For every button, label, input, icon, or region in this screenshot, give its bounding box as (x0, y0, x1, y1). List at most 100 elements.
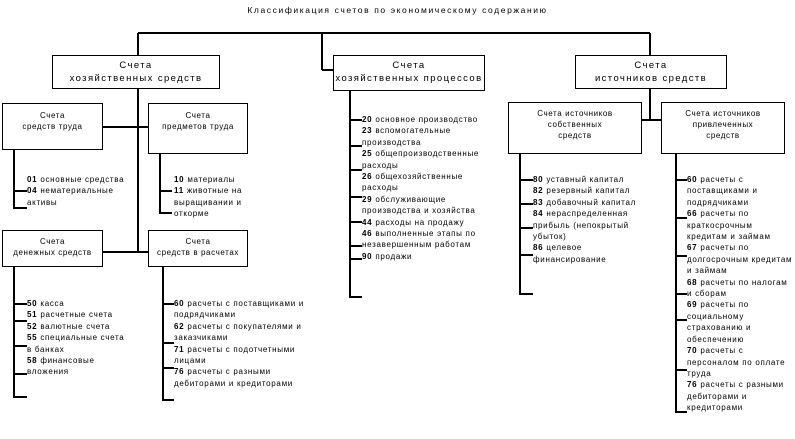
account-text: специальные счета в банках (27, 333, 125, 354)
account-code: 50 (27, 299, 38, 308)
account-text: касса (40, 299, 65, 308)
account-code: 55 (27, 333, 38, 343)
account-text: финансовые вложения (27, 356, 95, 377)
box-settlements-line1: Счета (185, 237, 211, 246)
account-text: продажи (375, 251, 413, 261)
group-assets-line2: хозяйственных средств (69, 73, 203, 84)
account-code: 11 (174, 186, 184, 196)
account-text: выполненные этапы по незавершенным работ… (362, 229, 476, 250)
account-text: основные средства (40, 175, 125, 184)
account-code: 82 (533, 186, 544, 196)
account-code: 58 (27, 356, 38, 366)
account-text: расчеты с разными дебиторами и кредитора… (174, 367, 293, 388)
account-code: 90 (362, 251, 373, 261)
account-text: расчеты по социальному страхованию и обе… (687, 300, 752, 344)
account-text: материалы (187, 175, 236, 184)
box-own-sources-line3: средств (558, 131, 592, 140)
group-processes-line2: хозяйственных процессов (335, 73, 483, 84)
group-processes: Счета хозяйственных процессов (333, 55, 485, 91)
group-assets-line1: Счета (119, 60, 153, 71)
account-text: нераспределенная прибыль (непокрытый убы… (533, 209, 629, 242)
account-code: 67 (687, 243, 698, 253)
account-code: 60 (687, 175, 698, 184)
group-sources-line2: источников средств (594, 73, 708, 84)
box-own-sources-line2: собственных (547, 120, 603, 129)
box-labor-means-line2: средств труда (22, 122, 83, 131)
box-borrowed-sources-line2: привлеченных (692, 120, 754, 129)
box-cash-line2: денежных средств (13, 248, 92, 257)
group-assets: Счета хозяйственных средств (52, 55, 220, 89)
account-code: 86 (533, 243, 544, 253)
account-text: общехозяйственные расходы (362, 172, 464, 193)
box-borrowed-sources: Счета источников привлеченных средств (661, 102, 785, 154)
account-code: 44 (362, 217, 373, 227)
box-borrowed-sources-line3: средств (706, 131, 740, 140)
account-code: 80 (533, 175, 544, 184)
account-text: обслуживающие производства и хозяйства (362, 194, 476, 216)
account-code: 76 (687, 380, 698, 390)
diagram-title: Классификация счетов по экономическому с… (247, 5, 548, 15)
account-code: 76 (174, 367, 185, 377)
account-code: 25 (362, 149, 373, 159)
box-labor-objects-line2: предметов труда (162, 122, 234, 131)
group-sources: Счета источников средств (575, 55, 727, 89)
account-text: расчеты с поставщиками и подрядчиками (174, 299, 305, 320)
box-settlements: Счета средств в расчетах (148, 230, 248, 267)
account-text: основное производство (375, 115, 478, 124)
account-text: расчеты с подотчетными лицами (174, 344, 296, 366)
account-code: 29 (362, 194, 373, 204)
account-code: 70 (687, 346, 698, 356)
box-settlements-line2: средств в расчетах (157, 248, 239, 257)
account-code: 71 (174, 344, 185, 354)
box-labor-means-line1: Счета (39, 111, 66, 120)
account-code: 46 (362, 229, 373, 239)
account-text: добавочный капитал (546, 197, 636, 207)
account-text: расчеты с разными дебиторами и кредитора… (687, 380, 784, 413)
account-text: общепроизводственные расходы (362, 149, 480, 170)
account-text: расчеты с персоналом по оплате труда (687, 346, 786, 378)
account-code: 01 (27, 175, 38, 184)
account-code: 68 (687, 277, 698, 287)
account-text: расчеты с поставщиками и подрядчиками (687, 175, 758, 207)
box-cash: Счета денежных средств (2, 230, 103, 267)
account-text: животные на выращивании и откорме (174, 186, 243, 219)
group-sources-line1: Счета (634, 60, 668, 71)
account-text: расчеты по краткосрочным кредитам и займ… (687, 209, 771, 242)
account-code: 04 (27, 186, 38, 196)
account-code: 60 (174, 299, 185, 308)
account-text: вспомогательные производства (362, 126, 451, 147)
box-labor-means: Счета средств труда (2, 103, 103, 150)
account-text: расчетные счета (40, 310, 113, 320)
account-text: резервный капитал (546, 186, 631, 196)
box-own-sources: Счета источников собственных средств (508, 102, 642, 154)
account-code: 69 (687, 300, 698, 310)
box-labor-objects-line1: Счета (185, 111, 211, 120)
account-code: 52 (27, 321, 38, 331)
